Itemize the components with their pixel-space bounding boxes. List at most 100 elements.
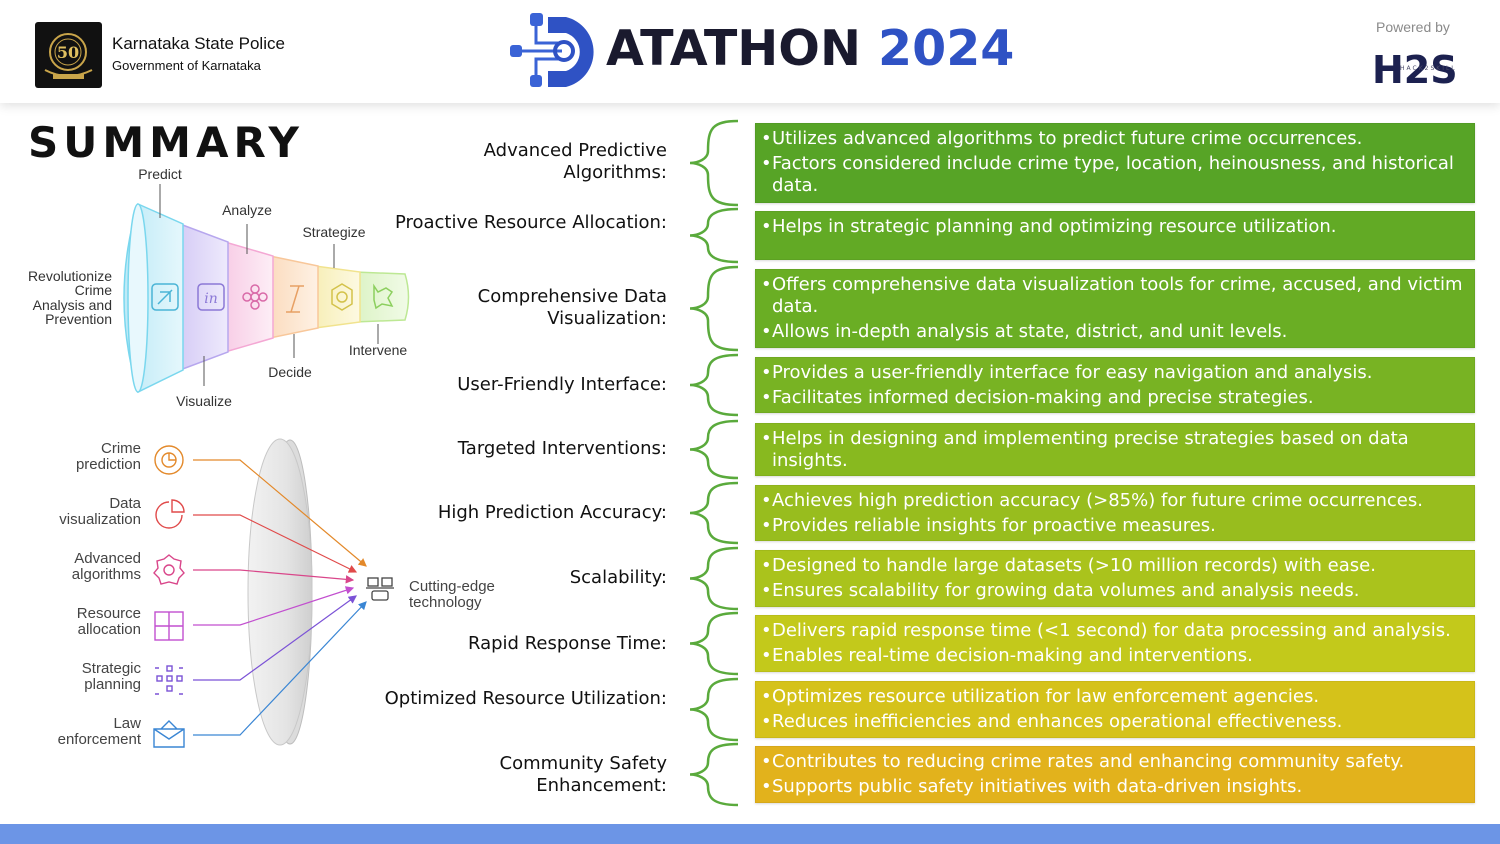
lens-input-label-4b: allocation (78, 621, 141, 638)
feature-bullet-text: Offers comprehensive data visualization … (772, 274, 1463, 317)
intervene-stage-icon (373, 283, 394, 310)
feature-bullet: •Utilizes advanced algorithms to predict… (761, 128, 1466, 150)
output-label-2: technology (409, 594, 482, 611)
lens-input-label-5b: planning (84, 676, 141, 693)
strategize-stage-icon (331, 283, 353, 311)
curly-brace-icon (689, 677, 739, 742)
feature-bullet-text: Supports public safety initiatives with … (772, 776, 1303, 797)
feature-box: •Achieves high prediction accuracy (>85%… (755, 485, 1475, 541)
datathon-d-logo-icon (510, 13, 605, 95)
puzzle-icon (154, 611, 184, 641)
feature-bullet: •Achieves high prediction accuracy (>85%… (761, 490, 1466, 512)
funnel-segment-3 (224, 241, 274, 353)
feature-bullet-text: Optimizes resource utilization for law e… (772, 686, 1320, 707)
decide-stage-icon (286, 285, 304, 313)
bullet-icon: • (761, 686, 772, 707)
feature-label: Community Safety Enhancement: (499, 753, 667, 796)
lens-input-line-4 (193, 586, 355, 626)
funnel-main-label-2: Crime (75, 282, 113, 298)
lens-input-line-6 (193, 601, 367, 736)
footer-bar (0, 824, 1500, 844)
bullet-icon: • (761, 428, 772, 449)
bullet-icon: • (761, 580, 772, 601)
funnel-segment-6 (354, 271, 410, 323)
feature-bullet: •Helps in designing and implementing pre… (761, 428, 1466, 472)
svg-text:in: in (204, 291, 218, 307)
funnel-stage-visualize: Visualize (176, 393, 232, 409)
lens-input-line-3 (193, 569, 355, 584)
lens-input-label-3b: algorithms (72, 566, 141, 583)
feature-bullet-text: Facilitates informed decision-making and… (772, 387, 1314, 408)
feature-bullet: •Offers comprehensive data visualization… (761, 274, 1466, 318)
lens-input-label-2a: Data (109, 495, 141, 512)
funnel-main-label-4: Prevention (45, 311, 112, 327)
feature-bullet-text: Factors considered include crime type, l… (772, 153, 1454, 196)
funnel-stage-decide: Decide (268, 364, 312, 380)
lens-input-label-6a: Law (113, 715, 141, 732)
lens-input-line-2 (193, 514, 358, 573)
funnel-main-label-1: Revolutionize (28, 268, 112, 284)
output-label-1: Cutting-edge (409, 578, 495, 595)
org-subtitle: Government of Karnataka (112, 58, 261, 73)
predict-stage-icon (151, 283, 179, 311)
funnel-segment-4 (269, 255, 319, 339)
lens-input-label-1a: Crime (101, 440, 141, 457)
curly-brace-icon (689, 546, 739, 611)
bullet-icon: • (761, 321, 772, 342)
feature-box: •Provides a user-friendly interface for … (755, 357, 1475, 413)
feature-label: Optimized Resource Utilization: (384, 688, 667, 709)
funnel-stage-strategize: Strategize (302, 224, 365, 240)
feature-bullet: •Helps in strategic planning and optimiz… (761, 216, 1466, 238)
feature-bullet: •Factors considered include crime type, … (761, 153, 1466, 197)
curly-brace-icon (689, 481, 739, 545)
feature-bullet-text: Provides reliable insights for proactive… (772, 515, 1216, 536)
curly-brace-icon (689, 611, 739, 676)
feature-bullet: •Optimizes resource utilization for law … (761, 686, 1466, 708)
curly-brace-icon (689, 419, 739, 480)
feature-box: •Helps in designing and implementing pre… (755, 423, 1475, 476)
bullet-icon: • (761, 751, 772, 772)
header: 50 Karnataka State Police Government of … (0, 0, 1500, 103)
feature-bullet-text: Utilizes advanced algorithms to predict … (772, 128, 1363, 149)
curly-brace-icon (689, 353, 739, 417)
feature-bullet: •Provides a user-friendly interface for … (761, 362, 1466, 384)
feature-box: •Contributes to reducing crime rates and… (755, 746, 1475, 803)
funnel-stage-predict: Predict (138, 166, 182, 182)
bullet-icon: • (761, 620, 772, 641)
bullet-icon: • (761, 515, 772, 536)
feature-box: •Delivers rapid response time (<1 second… (755, 615, 1475, 672)
visualize-stage-icon: in (197, 283, 225, 311)
grid-icon (155, 665, 183, 695)
cutting-edge-technology-icon (366, 577, 394, 601)
lens-input-label-4a: Resource (77, 605, 141, 622)
svg-text:HACK2SKILL: HACK2SKILL (1400, 65, 1457, 72)
feature-bullet: •Contributes to reducing crime rates and… (761, 751, 1466, 773)
feature-bullet-text: Designed to handle large datasets (>10 m… (772, 555, 1376, 576)
lens-input-label-6b: enforcement (58, 731, 142, 748)
event-title-year: 2024 (878, 20, 1015, 77)
feature-label: High Prediction Accuracy: (437, 502, 667, 523)
bullet-icon: • (761, 153, 772, 174)
feature-label: Scalability: (569, 567, 667, 588)
feature-bullet: •Facilitates informed decision-making an… (761, 387, 1466, 409)
bullet-icon: • (761, 128, 772, 149)
feature-bullet-text: Enables real-time decision-making and in… (772, 645, 1253, 666)
feature-bullet: •Delivers rapid response time (<1 second… (761, 620, 1466, 642)
feature-bullet: •Enables real-time decision-making and i… (761, 645, 1466, 667)
feature-label: Targeted Interventions: (457, 438, 667, 459)
feature-box: •Utilizes advanced algorithms to predict… (755, 123, 1475, 203)
bullet-icon: • (761, 490, 772, 511)
feature-box: •Helps in strategic planning and optimiz… (755, 211, 1475, 260)
feature-box: •Optimizes resource utilization for law … (755, 681, 1475, 738)
feature-bullet: •Supports public safety initiatives with… (761, 776, 1466, 798)
curly-brace-icon (689, 119, 739, 207)
bullet-icon: • (761, 387, 772, 408)
feature-box: •Designed to handle large datasets (>10 … (755, 550, 1475, 607)
feature-bullet-text: Helps in designing and implementing prec… (772, 428, 1409, 471)
badge-icon (153, 720, 185, 748)
feature-label: Proactive Resource Allocation: (394, 212, 667, 233)
feature-bullet-text: Provides a user-friendly interface for e… (772, 362, 1373, 383)
lens-input-label-5a: Strategic (82, 660, 142, 677)
curly-brace-icon (689, 265, 739, 352)
